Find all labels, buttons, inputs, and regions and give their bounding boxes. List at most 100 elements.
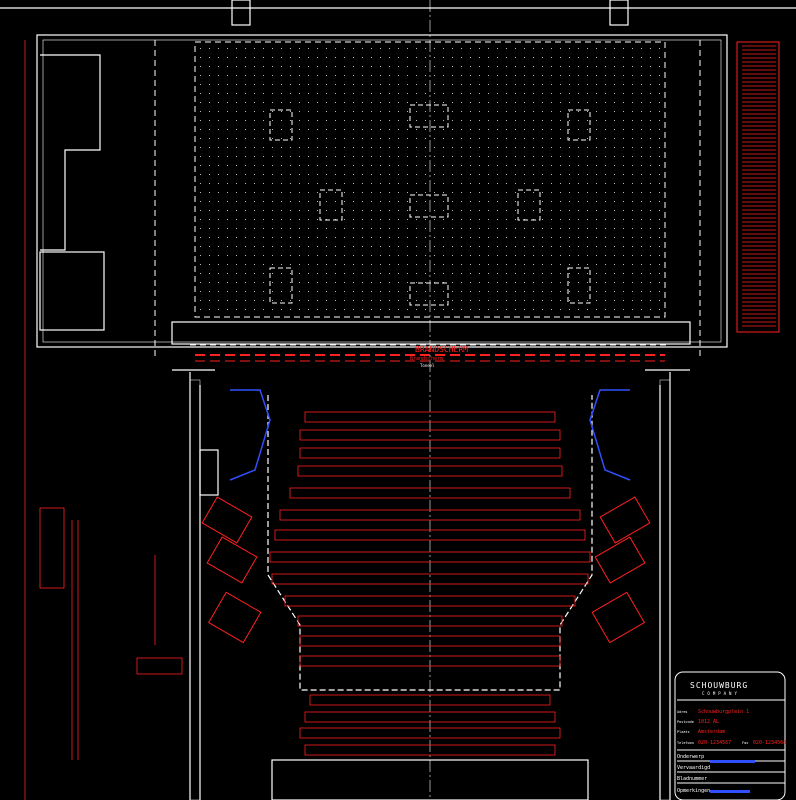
grid-dot <box>587 237 588 238</box>
grid-dot <box>209 255 210 256</box>
grid-dot <box>398 156 399 157</box>
grid-dot <box>560 129 561 130</box>
grid-dot <box>425 129 426 130</box>
grid-dot <box>560 291 561 292</box>
grid-dot <box>659 120 660 121</box>
grid-dot <box>515 147 516 148</box>
grid-dot <box>416 228 417 229</box>
grid-dot <box>380 282 381 283</box>
grid-dot <box>299 75 300 76</box>
grid-dot <box>245 291 246 292</box>
grid-dot <box>578 129 579 130</box>
grid-dot <box>326 48 327 49</box>
grid-dot <box>425 210 426 211</box>
grid-dot <box>461 282 462 283</box>
grid-dot <box>623 183 624 184</box>
grid-dot <box>335 264 336 265</box>
grid-dot <box>272 282 273 283</box>
grid-dot <box>245 237 246 238</box>
grid-dot <box>650 273 651 274</box>
grid-dot <box>380 75 381 76</box>
grid-dot <box>506 273 507 274</box>
grid-dot <box>623 246 624 247</box>
grid-dot <box>596 102 597 103</box>
grid-dot <box>209 237 210 238</box>
grid-dot <box>398 93 399 94</box>
grid-dot <box>461 120 462 121</box>
grid-dot <box>632 201 633 202</box>
grid-dot <box>551 183 552 184</box>
grid-dot <box>542 291 543 292</box>
grid-dot <box>569 228 570 229</box>
grid-dot <box>326 273 327 274</box>
grid-dot <box>209 129 210 130</box>
grid-dot <box>362 174 363 175</box>
grid-dot <box>542 48 543 49</box>
grid-dot <box>245 66 246 67</box>
grid-dot <box>623 282 624 283</box>
grid-dot <box>245 264 246 265</box>
grid-dot <box>587 165 588 166</box>
grid-dot <box>263 174 264 175</box>
grid-dot <box>578 111 579 112</box>
grid-dot <box>407 183 408 184</box>
grid-dot <box>335 201 336 202</box>
grid-dot <box>443 84 444 85</box>
grid-dot <box>605 264 606 265</box>
grid-dot <box>461 246 462 247</box>
grid-dot <box>227 282 228 283</box>
grid-dot <box>290 48 291 49</box>
grid-dot <box>479 165 480 166</box>
grid-dot <box>659 147 660 148</box>
grid-dot <box>578 210 579 211</box>
grid-dot <box>209 48 210 49</box>
grid-dot <box>632 300 633 301</box>
grid-dot <box>254 129 255 130</box>
grid-dot <box>452 84 453 85</box>
grid-dot <box>506 84 507 85</box>
grid-dot <box>596 48 597 49</box>
grid-dot <box>515 120 516 121</box>
grid-dot <box>290 183 291 184</box>
grid-dot <box>443 255 444 256</box>
grid-dot <box>560 84 561 85</box>
grid-dot <box>218 183 219 184</box>
grid-dot <box>497 255 498 256</box>
grid-dot <box>398 228 399 229</box>
grid-dot <box>497 165 498 166</box>
grid-dot <box>281 273 282 274</box>
grid-dot <box>407 111 408 112</box>
grid-dot <box>632 57 633 58</box>
grid-dot <box>632 165 633 166</box>
grid-dot <box>443 102 444 103</box>
grid-dot <box>596 84 597 85</box>
grid-dot <box>344 75 345 76</box>
grid-dot <box>641 246 642 247</box>
grid-dot <box>650 165 651 166</box>
grid-dot <box>650 138 651 139</box>
grid-dot <box>218 48 219 49</box>
grid-dot <box>515 246 516 247</box>
seat-row <box>309 694 551 706</box>
grid-dot <box>353 219 354 220</box>
grid-dot <box>587 219 588 220</box>
grid-dot <box>362 246 363 247</box>
grid-dot <box>434 57 435 58</box>
grid-dot <box>578 291 579 292</box>
grid-dot <box>461 255 462 256</box>
grid-dot <box>560 246 561 247</box>
grid-dot <box>443 66 444 67</box>
grid-dot <box>434 102 435 103</box>
grid-dot <box>344 174 345 175</box>
grid-dot <box>380 291 381 292</box>
grid-dot <box>596 300 597 301</box>
grid-dot <box>236 192 237 193</box>
grid-dot <box>497 192 498 193</box>
grid-dot <box>425 156 426 157</box>
grid-dot <box>371 273 372 274</box>
grid-dot <box>461 192 462 193</box>
grid-dot <box>461 57 462 58</box>
grid-dot <box>254 255 255 256</box>
grid-dot <box>425 147 426 148</box>
grid-dot <box>470 255 471 256</box>
